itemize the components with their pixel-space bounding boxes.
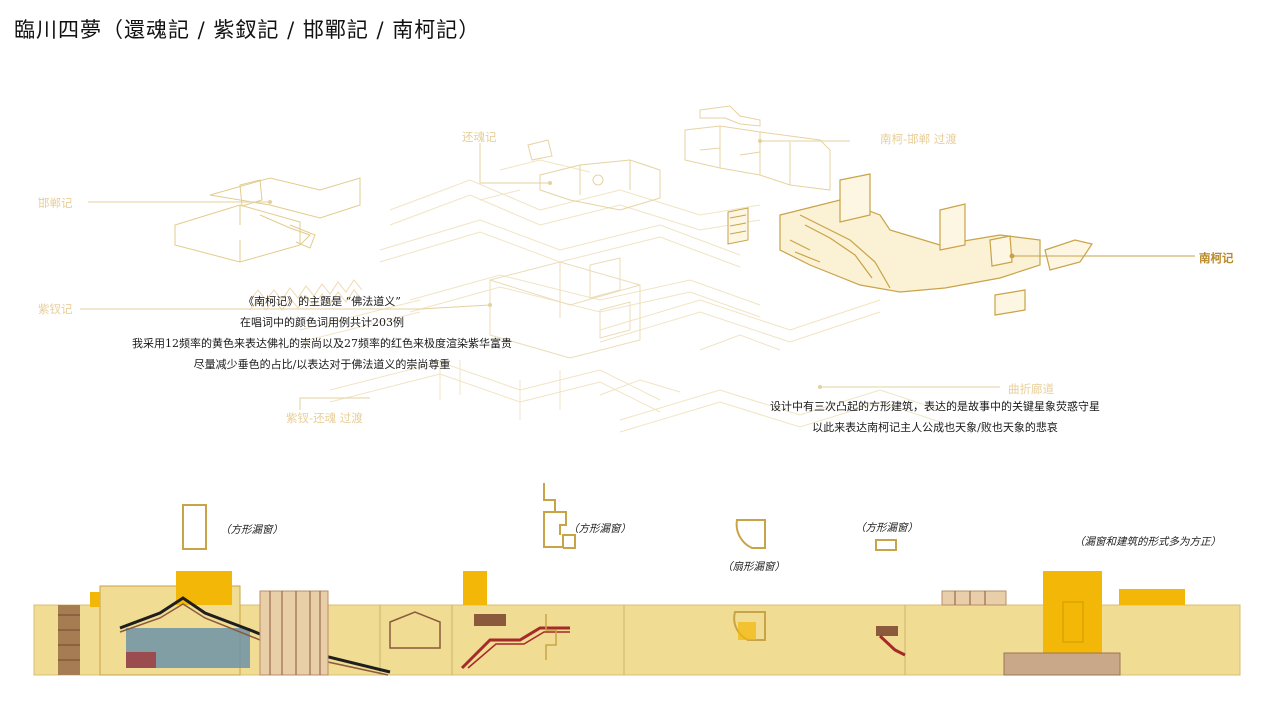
page-title: 臨川四夢（還魂記 / 紫釵記 / 邯鄲記 / 南柯記） bbox=[14, 18, 481, 42]
note-left-line: 《南柯记》的主题是 “佛法道义” bbox=[243, 295, 401, 308]
leader-line-nanke bbox=[1009, 253, 1195, 259]
label-zichai: 紫钗记 bbox=[38, 302, 73, 316]
note-right-line: 设计中有三次凸起的方形建筑，表达的是故事中的关键星象荧惑守星 bbox=[770, 400, 1100, 413]
caption-summary: （漏窗和建筑的形式多为方正） bbox=[1074, 536, 1221, 548]
elevation-segment-2 bbox=[389, 571, 570, 670]
note-left-line: 在唱词中的颜色词用例共计203例 bbox=[240, 316, 404, 329]
note-left-line: 尽量减少垂色的占比/以表达对于佛法道义的崇尚尊重 bbox=[193, 358, 451, 371]
square-window-3 bbox=[875, 539, 897, 551]
leader-dots bbox=[268, 139, 822, 389]
elevation-segment-3 bbox=[733, 611, 906, 657]
label-handan: 邯郸记 bbox=[38, 196, 73, 210]
huanhun-block bbox=[527, 139, 661, 211]
elevation-left-building bbox=[58, 571, 391, 676]
label-nanke: 南柯记 bbox=[1199, 251, 1234, 265]
axonometric-drawing bbox=[80, 105, 1195, 433]
label-qulang: 曲折廊道 bbox=[1008, 382, 1054, 396]
small-tower bbox=[727, 207, 749, 245]
note-right-line: 以此来表达南柯记主人公成也天象/败也天象的悲哀 bbox=[812, 421, 1058, 434]
central-block bbox=[489, 257, 641, 359]
caption-fan-window: （扇形漏窗） bbox=[722, 561, 785, 573]
fan-window bbox=[735, 519, 766, 549]
nanke-block bbox=[779, 173, 1093, 316]
label-zichai-huanhun: 紫钗-还魂 过渡 bbox=[286, 411, 363, 425]
caption-square-window-3: （方形漏窗） bbox=[855, 522, 918, 534]
square-window-1 bbox=[182, 504, 207, 550]
zichai-zigzag bbox=[249, 279, 363, 311]
note-left-line: 我采用12频率的黄色来表达佛礼的崇尚以及27频率的红色来极度渲染紫华富贵 bbox=[132, 337, 512, 350]
note-right: 设计中有三次凸起的方形建筑，表达的是故事中的关键星象荧惑守星 以此来表达南柯记主… bbox=[745, 396, 1125, 438]
handan-block bbox=[174, 177, 361, 263]
leader-lines bbox=[80, 140, 1000, 410]
elevation-right-building bbox=[941, 571, 1185, 676]
label-huanhun: 还魂记 bbox=[462, 130, 497, 144]
label-nanke-handan: 南柯-邯郸 过渡 bbox=[880, 132, 957, 146]
caption-square-window-1: （方形漏窗） bbox=[220, 524, 283, 536]
ghost-corridors bbox=[299, 159, 941, 433]
square-window-2 bbox=[543, 483, 576, 549]
nanke-handan-block bbox=[684, 105, 831, 191]
note-left: 《南柯记》的主题是 “佛法道义” 在唱词中的颜色词用例共计203例 我采用12频… bbox=[112, 291, 532, 375]
caption-square-window-2: （方形漏窗） bbox=[568, 523, 631, 535]
